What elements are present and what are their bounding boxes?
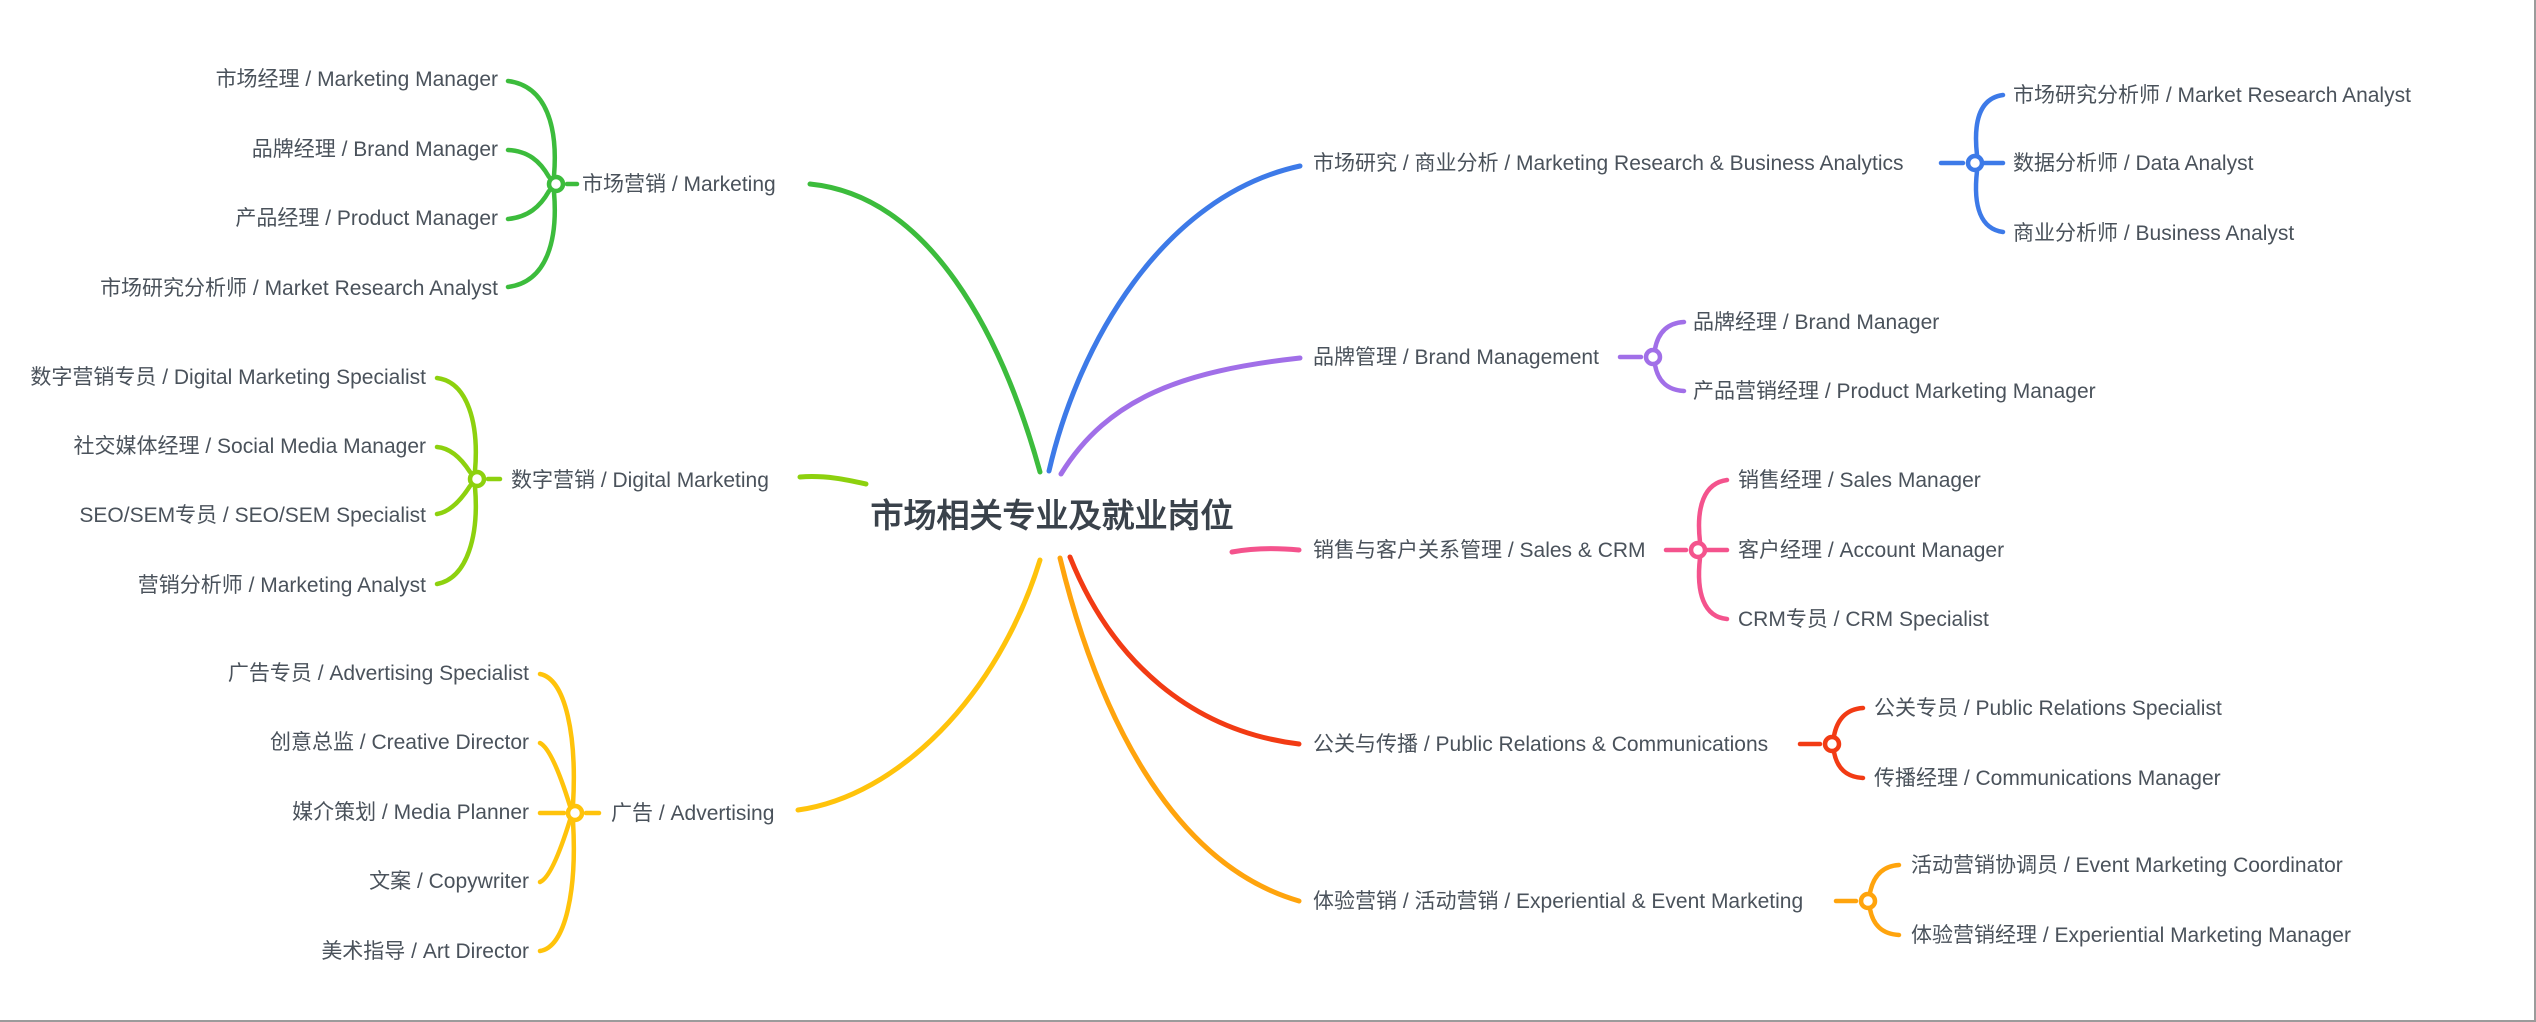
branch-label-experiential-event[interactable]: 体验营销 / 活动营销 / Experiential & Event Marke… xyxy=(1313,890,1803,913)
branch-marketing xyxy=(505,78,1043,475)
link-central-to-brand-management xyxy=(1058,355,1303,477)
link-advertising-child-3 xyxy=(537,817,573,885)
link-marketing-child-3 xyxy=(505,189,557,290)
child-label-data-analyst[interactable]: 数据分析师 / Data Analyst xyxy=(2013,152,2254,175)
link-advertising-child-4 xyxy=(537,818,577,954)
child-label-seo-sem-specialist[interactable]: SEO/SEM专员 / SEO/SEM Specialist xyxy=(79,504,426,527)
branch-collapse-circle-advertising[interactable] xyxy=(565,803,585,823)
child-label-digital-marketing-specialist[interactable]: 数字营销专员 / Digital Marketing Specialist xyxy=(30,366,426,389)
child-label-art-director[interactable]: 美术指导 / Art Director xyxy=(321,940,529,963)
link-central-to-sales-crm xyxy=(1229,546,1302,555)
branch-collapse-circle-experiential[interactable] xyxy=(1858,891,1878,911)
branch-collapse-circle-brand-management[interactable] xyxy=(1643,347,1663,367)
link-brand-child-0 xyxy=(1652,319,1687,352)
branch-label-digital-marketing[interactable]: 数字营销 / Digital Marketing xyxy=(511,469,769,492)
link-advertising-child-1 xyxy=(537,740,573,809)
central-topic[interactable]: 市场相关专业及就业岗位 xyxy=(871,497,1234,534)
link-central-to-digital-marketing xyxy=(797,474,869,487)
branch-label-advertising[interactable]: 广告 / Advertising xyxy=(611,802,774,825)
link-experiential-child-0 xyxy=(1867,862,1902,896)
branch-label-marketing[interactable]: 市场营销 / Marketing xyxy=(582,173,776,196)
child-label-market-research-analyst-left[interactable]: 市场研究分析师 / Market Research Analyst xyxy=(100,277,498,300)
child-label-media-planner[interactable]: 媒介策划 / Media Planner xyxy=(292,801,529,824)
link-research-child-2 xyxy=(1973,168,2006,235)
link-central-to-experiential xyxy=(1057,555,1302,904)
link-digital-child-0 xyxy=(434,375,478,474)
branch-advertising xyxy=(537,557,1043,954)
branch-digital-marketing xyxy=(434,375,869,587)
child-label-public-relations-specialist[interactable]: 公关专员 / Public Relations Specialist xyxy=(1874,697,2222,720)
child-label-sales-manager[interactable]: 销售经理 / Sales Manager xyxy=(1738,469,1981,492)
child-label-account-manager[interactable]: 客户经理 / Account Manager xyxy=(1738,539,2004,562)
branch-brand-management xyxy=(1058,319,1687,477)
link-central-to-pr xyxy=(1067,554,1302,747)
link-experiential-child-1 xyxy=(1867,906,1902,938)
branch-experiential-event xyxy=(1057,555,1902,938)
child-label-business-analyst[interactable]: 商业分析师 / Business Analyst xyxy=(2013,222,2294,245)
child-label-marketing-manager[interactable]: 市场经理 / Marketing Manager xyxy=(216,68,498,91)
child-label-creative-director[interactable]: 创意总监 / Creative Director xyxy=(270,731,529,754)
link-brand-child-1 xyxy=(1652,362,1687,394)
child-label-communications-manager[interactable]: 传播经理 / Communications Manager xyxy=(1874,767,2221,790)
child-label-brand-manager-left[interactable]: 品牌经理 / Brand Manager xyxy=(252,138,498,161)
link-digital-child-1 xyxy=(434,444,473,475)
link-marketing-child-1 xyxy=(505,147,552,180)
link-marketing-child-0 xyxy=(505,78,557,179)
branch-collapse-circle-marketing[interactable] xyxy=(546,174,566,194)
branch-label-market-research[interactable]: 市场研究 / 商业分析 / Marketing Research & Busin… xyxy=(1313,152,1904,175)
link-digital-child-3 xyxy=(434,484,478,587)
branch-sales-crm xyxy=(1229,477,1730,622)
child-label-experiential-marketing-manager[interactable]: 体验营销经理 / Experiential Marketing Manager xyxy=(1911,924,2351,947)
branch-label-pr-communications[interactable]: 公关与传播 / Public Relations & Communication… xyxy=(1313,733,1768,756)
link-digital-child-2 xyxy=(434,483,473,517)
link-advertising-child-0 xyxy=(537,671,577,808)
child-label-market-research-analyst-right[interactable]: 市场研究分析师 / Market Research Analyst xyxy=(2013,84,2411,107)
child-label-product-marketing-manager[interactable]: 产品营销经理 / Product Marketing Manager xyxy=(1693,380,2096,403)
link-research-child-0 xyxy=(1973,92,2006,158)
link-sales-child-0 xyxy=(1696,477,1730,545)
child-label-advertising-specialist[interactable]: 广告专员 / Advertising Specialist xyxy=(228,662,529,685)
link-central-to-market-research xyxy=(1046,163,1303,474)
branch-collapse-circle-digital-marketing[interactable] xyxy=(467,469,487,489)
branch-collapse-circle-sales-crm[interactable] xyxy=(1688,540,1708,560)
branch-pr-communications xyxy=(1067,554,1866,781)
link-pr-child-1 xyxy=(1831,749,1866,781)
child-label-crm-specialist[interactable]: CRM专员 / CRM Specialist xyxy=(1738,608,1989,631)
link-central-to-marketing xyxy=(807,181,1043,475)
branch-market-research xyxy=(1046,92,2006,474)
branch-label-sales-crm[interactable]: 销售与客户关系管理 / Sales & CRM xyxy=(1313,539,1646,562)
branch-collapse-circle-market-research[interactable] xyxy=(1965,153,1985,173)
child-label-copywriter[interactable]: 文案 / Copywriter xyxy=(369,870,529,893)
branch-collapse-circle-pr[interactable] xyxy=(1822,734,1842,754)
link-marketing-child-2 xyxy=(505,188,552,222)
child-label-event-marketing-coordinator[interactable]: 活动营销协调员 / Event Marketing Coordinator xyxy=(1911,854,2343,877)
link-pr-child-0 xyxy=(1831,705,1866,739)
child-label-marketing-analyst[interactable]: 营销分析师 / Marketing Analyst xyxy=(138,574,426,597)
link-sales-child-2 xyxy=(1696,555,1730,622)
child-label-brand-manager-right[interactable]: 品牌经理 / Brand Manager xyxy=(1693,311,1939,334)
child-label-social-media-manager[interactable]: 社交媒体经理 / Social Media Manager xyxy=(74,435,426,458)
child-label-product-manager[interactable]: 产品经理 / Product Manager xyxy=(235,207,498,230)
branch-label-brand-management[interactable]: 品牌管理 / Brand Management xyxy=(1313,346,1599,369)
link-central-to-advertising xyxy=(795,557,1043,813)
